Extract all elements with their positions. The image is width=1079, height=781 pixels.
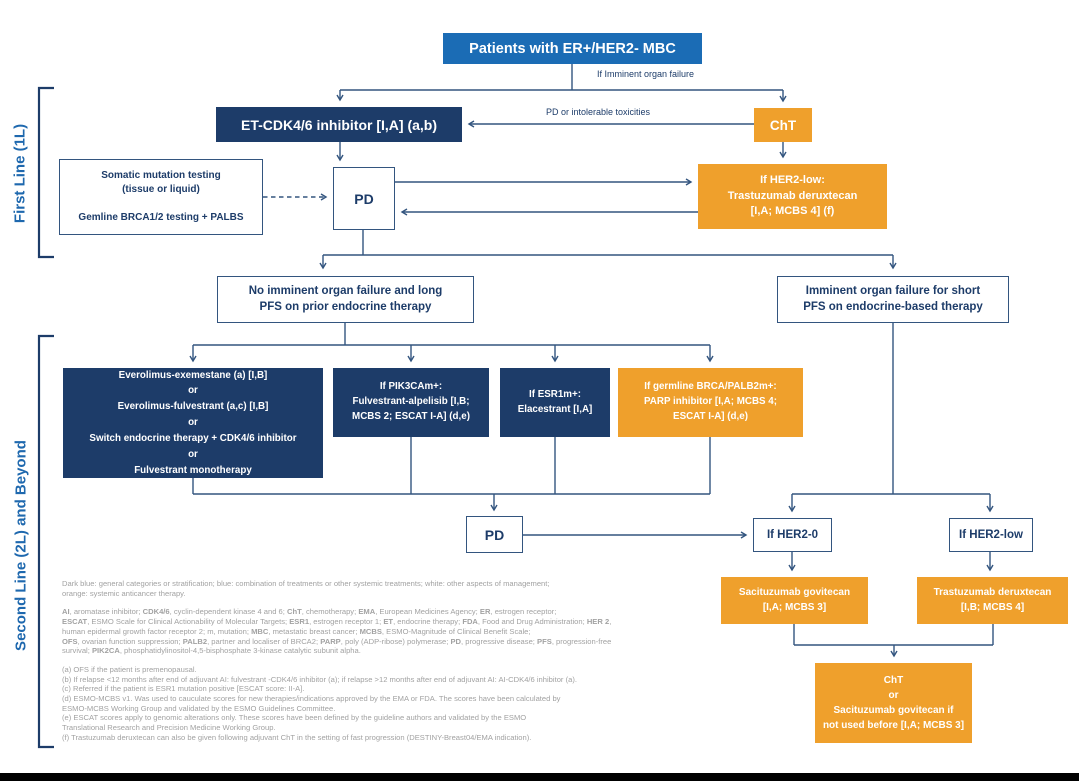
node-pd-first-line: PD xyxy=(333,167,395,230)
section-label-first-line: First Line (1L) xyxy=(11,123,29,224)
footnote-line: AI, aromatase inhibitor; CDK4/6, cyclin-… xyxy=(62,607,557,617)
node-cht-first-line: ChT xyxy=(754,108,812,142)
footnote-line: (d) ESMO-MCBS v1. Was used to cauculate … xyxy=(62,694,561,704)
footnote-line: ESMO-MCBS Working Group and validated by… xyxy=(62,703,336,713)
footnote-notes: (a) OFS if the patient is premenopausal.… xyxy=(62,665,627,743)
footnote-line: (c) Referred if the patient is ESR1 muta… xyxy=(62,684,305,694)
section-label-second-line: Second Line (2L) and Beyond xyxy=(12,440,30,651)
node-patients-er-her2-mbc: Patients with ER+/HER2- MBC xyxy=(443,33,702,64)
node-pd-second-line: PD xyxy=(466,516,523,553)
footnotes: Dark blue: general categories or stratif… xyxy=(62,579,627,743)
footnote-line: Dark blue: general categories or stratif… xyxy=(62,579,550,588)
node-esr1-elacestrant: If ESR1m+: Elacestrant [I,A] xyxy=(500,368,610,437)
node-brca-palb2-parp-inhibitor: If germline BRCA/PALB2m+: PARP inhibitor… xyxy=(618,368,803,437)
node-if-her2-low: If HER2-low xyxy=(949,518,1033,552)
edge-label-pd-or-toxicities: PD or intolerable toxicities xyxy=(545,107,651,117)
node-everolimus-options: Everolimus-exemestane (a) [I,B] or Evero… xyxy=(63,368,323,478)
node-if-her2-0: If HER2-0 xyxy=(753,518,832,552)
node-trastuzumab-deruxtecan-1l: If HER2-low: Trastuzumab deruxtecan [I,A… xyxy=(698,164,887,229)
bottom-black-bar xyxy=(0,773,1079,781)
node-imminent-organ-failure: Imminent organ failure for short PFS on … xyxy=(777,276,1009,323)
footnote-line: (f) Trastuzumab deruxtecan can also be g… xyxy=(62,732,532,742)
edge-label-imminent-organ-failure: If Imminent organ failure xyxy=(597,69,695,79)
node-no-imminent-organ-failure: No imminent organ failure and long PFS o… xyxy=(217,276,474,323)
node-trastuzumab-deruxtecan-2l: Trastuzumab deruxtecan [I,B; MCBS 4] xyxy=(917,577,1068,624)
node-et-cdk46-inhibitor: ET-CDK4/6 inhibitor [I,A] (a,b) xyxy=(216,107,462,142)
node-cht-or-sacituzumab: ChT or Sacituzumab govitecan if not used… xyxy=(815,663,972,743)
footnote-line: (b) If relapse <12 months after end of a… xyxy=(62,674,577,684)
footnote-line: survival; PIK2CA, phosphatidylinositol-4… xyxy=(62,646,361,656)
footnote-line: OFS, ovarian function suppression; PALB2… xyxy=(62,636,612,646)
node-pik3ca-fulvestrant-alpelisib: If PIK3CAm+: Fulvestrant-alpelisib [I,B;… xyxy=(333,368,489,437)
node-somatic-mutation-testing: Somatic mutation testing (tissue or liqu… xyxy=(59,159,263,235)
footnote-line: (e) ESCAT scores apply to genomic altera… xyxy=(62,713,527,723)
footnote-line: ESCAT, ESMO Scale for Clinical Actionabi… xyxy=(62,617,612,627)
footnote-line: human epidermal growth factor receptor 2… xyxy=(62,626,531,636)
footnote-abbreviations: AI, aromatase inhibitor; CDK4/6, cyclin-… xyxy=(62,607,627,656)
footnote-line: (a) OFS if the patient is premenopausal. xyxy=(62,664,197,674)
footnote-line: Translational Research and Precision Med… xyxy=(62,723,276,733)
node-sacituzumab-govitecan: Sacituzumab govitecan [I,A; MCBS 3] xyxy=(721,577,868,624)
footnote-line: orange: systemic anticancer therapy. xyxy=(62,588,186,598)
footnote-color-legend: Dark blue: general categories or stratif… xyxy=(62,579,627,598)
